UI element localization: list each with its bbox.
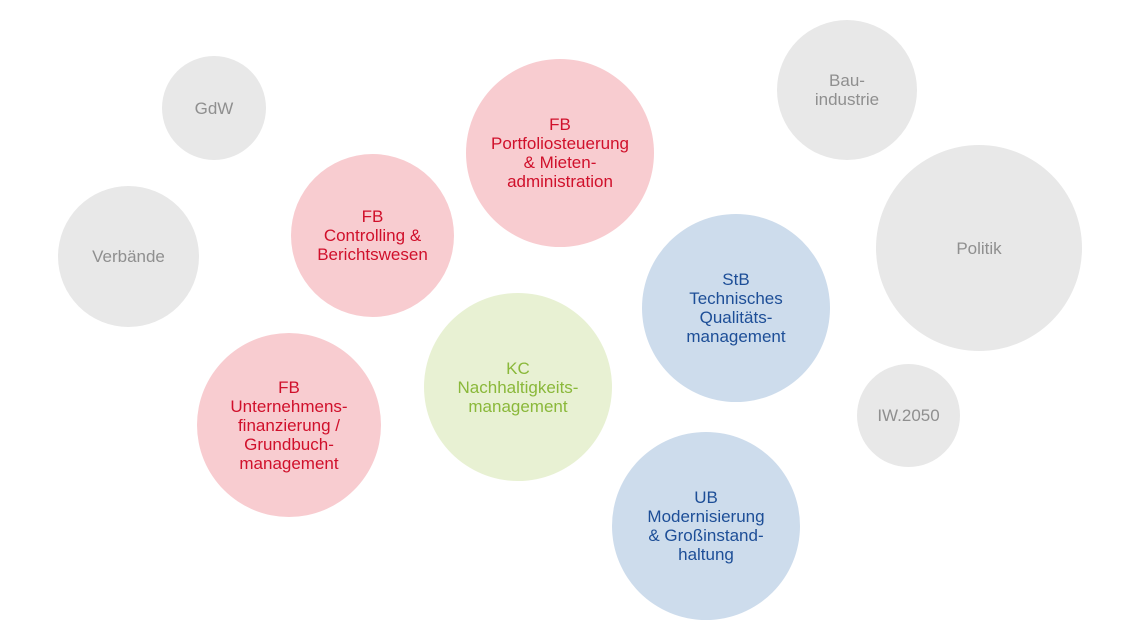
- bubble-ub-modernisierung: UB Modernisierung & Großinstand- haltung: [612, 432, 800, 620]
- bubble-verbaende-label: Verbände: [92, 247, 165, 266]
- bubble-ub-modernisierung-label: UB Modernisierung & Großinstand- haltung: [647, 488, 765, 564]
- bubble-iw2050-label: IW.2050: [877, 406, 940, 425]
- bubble-gdw: GdW: [162, 56, 266, 160]
- bubble-fb-portfolio-label: FB Portfoliosteuerung & Mieten- administ…: [491, 115, 629, 191]
- bubble-kc-nachhaltigkeit: KC Nachhaltigkeits- management: [424, 293, 612, 481]
- bubble-fb-portfolio: FB Portfoliosteuerung & Mieten- administ…: [466, 59, 654, 247]
- bubble-iw2050: IW.2050: [857, 364, 960, 467]
- bubble-politik-label: Politik: [956, 238, 1002, 258]
- bubble-bauindustrie-label: Bau- industrie: [814, 71, 880, 109]
- bubble-fb-controlling: FB Controlling & Berichtswesen: [291, 154, 454, 317]
- bubble-stb-qualitaet: StB Technisches Qualitäts- management: [642, 214, 830, 402]
- bubble-bauindustrie: Bau- industrie: [777, 20, 917, 160]
- bubble-kc-nachhaltigkeit-label: KC Nachhaltigkeits- management: [457, 358, 579, 416]
- bubble-fb-finanzierung-label: FB Unternehmens- finanzierung / Grundbuc…: [230, 377, 348, 473]
- bubble-fb-controlling-label: FB Controlling & Berichtswesen: [317, 207, 428, 264]
- bubble-verbaende: Verbände: [58, 186, 199, 327]
- bubble-gdw-label: GdW: [194, 98, 234, 118]
- bubble-politik: Politik: [876, 145, 1082, 351]
- bubble-stb-qualitaet-label: StB Technisches Qualitäts- management: [686, 270, 786, 346]
- bubble-fb-finanzierung: FB Unternehmens- finanzierung / Grundbuc…: [197, 333, 381, 517]
